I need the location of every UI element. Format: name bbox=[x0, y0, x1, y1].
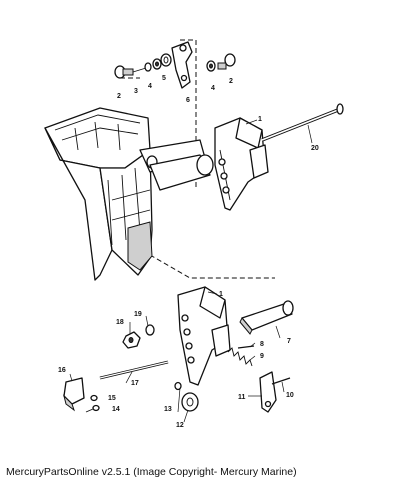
callout-5: 5 bbox=[162, 75, 166, 82]
exploded-parts-diagram: 1 1 2 2 3 4 4 5 6 7 8 9 10 11 12 13 14 1… bbox=[44, 39, 344, 429]
rod-17 bbox=[99, 360, 169, 380]
lever-11 bbox=[259, 371, 277, 413]
callout-13: 13 bbox=[164, 406, 172, 413]
lock-plate-6 bbox=[171, 41, 193, 89]
spring-9 bbox=[227, 347, 253, 367]
bolt-right bbox=[217, 53, 236, 70]
swivel-arm bbox=[149, 154, 214, 191]
leader-lines bbox=[69, 119, 313, 423]
callout-11: 11 bbox=[238, 394, 246, 401]
pad-7 bbox=[239, 300, 294, 335]
screw-14 bbox=[85, 404, 100, 413]
callout-10: 10 bbox=[286, 392, 294, 399]
callout-19: 19 bbox=[134, 311, 142, 318]
callout-1-lower: 1 bbox=[219, 291, 223, 298]
callout-15: 15 bbox=[108, 395, 116, 402]
washer-19 bbox=[145, 324, 155, 336]
washer-3 bbox=[144, 62, 152, 72]
callout-2-right: 2 bbox=[229, 78, 233, 85]
pin-10 bbox=[271, 377, 291, 385]
callout-2-left: 2 bbox=[117, 93, 121, 100]
drive-shaft-housing bbox=[44, 107, 206, 281]
callout-8: 8 bbox=[260, 341, 264, 348]
knob-12 bbox=[181, 392, 199, 412]
bracket-16 bbox=[63, 377, 85, 412]
screw-15 bbox=[90, 394, 98, 402]
callout-17: 17 bbox=[131, 380, 139, 387]
nut-18 bbox=[122, 331, 141, 349]
callout-6: 6 bbox=[186, 97, 190, 104]
callout-18: 18 bbox=[116, 319, 124, 326]
callout-3: 3 bbox=[134, 88, 138, 95]
callout-20: 20 bbox=[311, 145, 319, 152]
upper-clamp-bracket bbox=[214, 117, 269, 211]
callout-9: 9 bbox=[260, 353, 264, 360]
callout-labels: 1 1 2 2 3 4 4 5 6 7 8 9 10 11 12 13 14 1… bbox=[58, 75, 319, 429]
top-fastener-group bbox=[114, 41, 236, 89]
washer-5 bbox=[160, 53, 172, 67]
callout-16: 16 bbox=[58, 367, 66, 374]
tilt-tube-20 bbox=[261, 103, 344, 142]
lower-clamp-bracket bbox=[177, 286, 231, 386]
pin-8 bbox=[237, 345, 255, 349]
bolt-left bbox=[114, 65, 134, 79]
callout-7: 7 bbox=[287, 338, 291, 345]
callout-1-upper: 1 bbox=[258, 116, 262, 123]
image-caption: MercuryPartsOnline v2.5.1 (Image Copyrig… bbox=[6, 466, 297, 478]
callout-12: 12 bbox=[176, 422, 184, 429]
callout-4-left: 4 bbox=[148, 83, 152, 90]
callout-14: 14 bbox=[112, 406, 120, 413]
washer-13 bbox=[174, 381, 182, 391]
callout-4-right: 4 bbox=[211, 85, 215, 92]
